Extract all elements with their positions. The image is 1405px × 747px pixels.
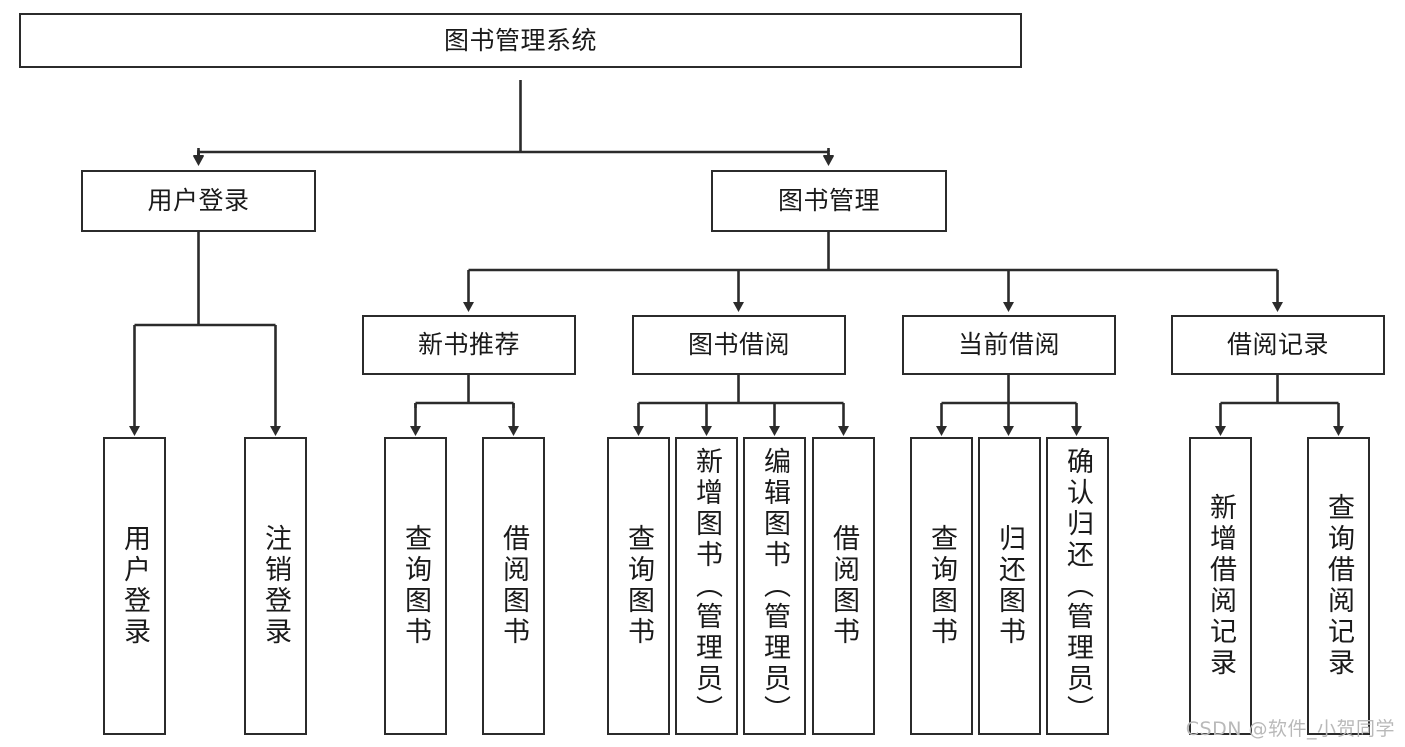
node-leaf-return-book[interactable]: 归还图书 xyxy=(978,437,1041,735)
node-leaf-add-record-label: 新增借阅记录 xyxy=(1205,493,1236,679)
node-leaf-edit-book[interactable]: 编辑图书（管理员） xyxy=(743,437,806,735)
node-leaf-query-record[interactable]: 查询借阅记录 xyxy=(1307,437,1370,735)
node-leaf-add-record[interactable]: 新增借阅记录 xyxy=(1189,437,1252,735)
node-current-borrow-label: 当前借阅 xyxy=(957,330,1060,360)
node-leaf-confirm-return-label: 确认归还（管理员） xyxy=(1062,447,1093,726)
node-leaf-user-logout[interactable]: 注销登录 xyxy=(244,437,307,735)
node-leaf-query-book-1[interactable]: 查询图书 xyxy=(384,437,447,735)
node-book-manage[interactable]: 图书管理 xyxy=(711,170,947,232)
node-root-label: 图书管理系统 xyxy=(443,25,597,55)
node-user-login-label: 用户登录 xyxy=(147,186,250,216)
node-leaf-query-book-3-label: 查询图书 xyxy=(926,524,957,648)
node-book-borrow[interactable]: 图书借阅 xyxy=(632,315,846,375)
node-leaf-return-book-label: 归还图书 xyxy=(994,524,1025,648)
node-book-manage-label: 图书管理 xyxy=(777,186,880,216)
node-leaf-query-book-3[interactable]: 查询图书 xyxy=(910,437,973,735)
node-leaf-borrow-book-1-label: 借阅图书 xyxy=(498,524,529,648)
node-leaf-add-book[interactable]: 新增图书（管理员） xyxy=(675,437,738,735)
csdn-watermark: CSDN @软件_小贺同学 xyxy=(1185,718,1395,740)
node-leaf-edit-book-label: 编辑图书（管理员） xyxy=(759,447,790,726)
node-leaf-query-book-2-label: 查询图书 xyxy=(623,524,654,648)
node-new-book-rec[interactable]: 新书推荐 xyxy=(362,315,576,375)
node-borrow-record-label: 借阅记录 xyxy=(1226,330,1329,360)
node-user-login[interactable]: 用户登录 xyxy=(81,170,316,232)
node-leaf-query-book-2[interactable]: 查询图书 xyxy=(607,437,670,735)
node-leaf-add-book-label: 新增图书（管理员） xyxy=(691,447,722,726)
node-leaf-borrow-book-2[interactable]: 借阅图书 xyxy=(812,437,875,735)
node-leaf-confirm-return[interactable]: 确认归还（管理员） xyxy=(1046,437,1109,735)
node-book-borrow-label: 图书借阅 xyxy=(687,330,790,360)
node-leaf-borrow-book-2-label: 借阅图书 xyxy=(828,524,859,648)
node-new-book-rec-label: 新书推荐 xyxy=(417,330,520,360)
node-leaf-query-book-1-label: 查询图书 xyxy=(400,524,431,648)
node-borrow-record[interactable]: 借阅记录 xyxy=(1171,315,1385,375)
node-leaf-user-logout-label: 注销登录 xyxy=(260,524,291,648)
node-leaf-query-record-label: 查询借阅记录 xyxy=(1323,493,1354,679)
node-current-borrow[interactable]: 当前借阅 xyxy=(902,315,1116,375)
node-leaf-user-login[interactable]: 用户登录 xyxy=(103,437,166,735)
node-root[interactable]: 图书管理系统 xyxy=(19,13,1022,68)
node-leaf-borrow-book-1[interactable]: 借阅图书 xyxy=(482,437,545,735)
node-leaf-user-login-label: 用户登录 xyxy=(119,524,150,648)
